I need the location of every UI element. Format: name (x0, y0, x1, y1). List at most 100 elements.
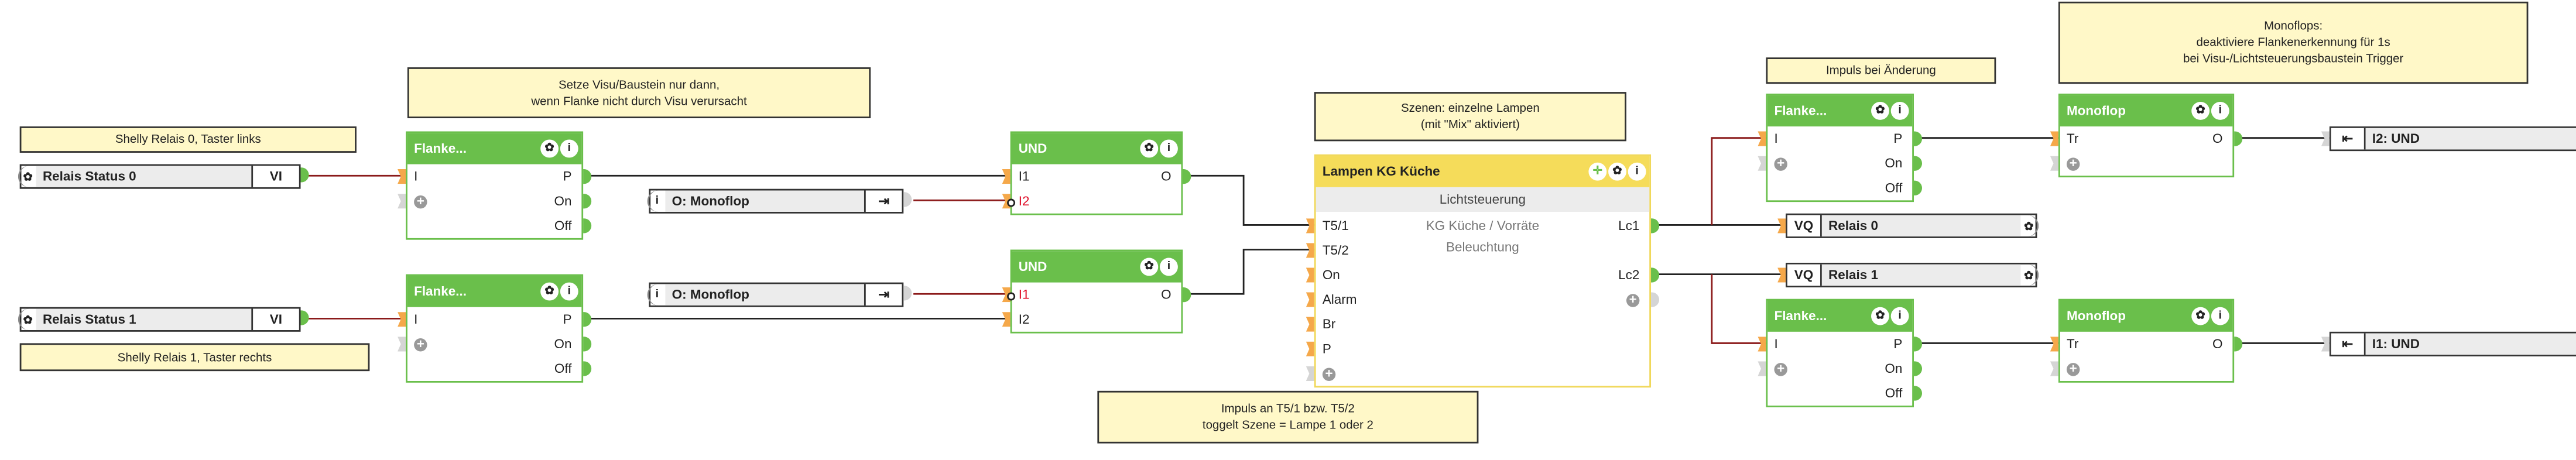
block-header[interactable]: Flanke...✿i (407, 133, 582, 164)
input-port[interactable] (2050, 131, 2058, 146)
add-input-port[interactable] (398, 337, 406, 352)
block-header[interactable]: Lampen KG Küche✛✿i (1316, 156, 1650, 187)
add-input-port[interactable] (2050, 156, 2058, 171)
output-port[interactable] (903, 192, 912, 207)
info-icon[interactable]: i (1890, 101, 1909, 120)
block-header[interactable]: Flanke...✿i (1767, 300, 1913, 332)
output-port[interactable] (1651, 218, 1660, 234)
info-icon[interactable]: i (2211, 307, 2229, 325)
info-icon[interactable]: i (560, 282, 578, 301)
add-input-icon[interactable]: + (414, 338, 427, 352)
add-input-port[interactable] (2050, 361, 2058, 376)
output-port[interactable] (583, 194, 592, 209)
gear-icon[interactable]: ✿ (18, 308, 36, 331)
output-port[interactable] (1913, 386, 1923, 401)
add-input-icon[interactable]: + (1322, 367, 1336, 381)
wire-und1-lampen[interactable] (1186, 174, 1314, 226)
info-icon[interactable]: i (1890, 307, 1909, 325)
output-port[interactable] (2234, 131, 2243, 146)
info-icon[interactable]: i (1160, 139, 1178, 158)
input-port[interactable] (1306, 218, 1314, 234)
gear-icon[interactable]: ✿ (2020, 264, 2039, 286)
output-port[interactable] (1183, 287, 1191, 303)
gear-icon[interactable]: ✿ (1140, 258, 1159, 276)
block-header[interactable]: UND✿i (1012, 251, 1181, 283)
gear-icon[interactable]: ✿ (2191, 307, 2210, 325)
input-port[interactable] (1306, 243, 1314, 258)
gear-icon[interactable]: ✿ (2191, 101, 2210, 120)
gear-icon[interactable]: ✿ (1871, 101, 1889, 120)
gear-icon[interactable]: ✿ (2020, 215, 2039, 237)
gear-icon[interactable]: ✿ (1871, 307, 1889, 325)
enter-icon[interactable]: ⇤ (2331, 333, 2366, 355)
gear-icon[interactable]: ✿ (540, 139, 559, 158)
add-input-icon[interactable]: + (2066, 362, 2080, 376)
block-header[interactable]: Monoflop✿i (2060, 95, 2233, 127)
info-icon[interactable]: i (1160, 258, 1178, 276)
block-header[interactable]: UND✿i (1012, 133, 1181, 164)
add-input-icon[interactable]: + (2066, 157, 2080, 171)
goto-icon[interactable]: ⇥ (864, 284, 902, 305)
input-port[interactable] (2321, 337, 2330, 352)
input-port[interactable] (398, 312, 406, 327)
gear-icon[interactable]: ✿ (1608, 162, 1626, 181)
output-port[interactable] (1913, 361, 1923, 376)
target-und-i1[interactable]: ⇤I1: UND (2329, 331, 2576, 356)
output-port[interactable] (2234, 337, 2243, 352)
add-input-icon[interactable]: + (1774, 157, 1787, 171)
add-input-port[interactable] (1306, 366, 1314, 381)
info-icon[interactable]: i (1628, 162, 1646, 181)
input-port[interactable] (1758, 337, 1766, 352)
output-port[interactable] (300, 167, 309, 183)
input-port[interactable] (1306, 292, 1314, 307)
input-port[interactable] (1306, 267, 1314, 283)
wire-lc1-flanke3[interactable] (1711, 137, 1766, 225)
output-port[interactable] (1651, 267, 1660, 283)
add-output-icon[interactable]: + (1626, 293, 1640, 307)
block-header[interactable]: Flanke...✿i (1767, 95, 1913, 127)
output-port[interactable] (1913, 131, 1923, 146)
goto-icon[interactable]: ⇥ (864, 190, 902, 212)
block-header[interactable]: Flanke...✿i (407, 276, 582, 307)
output-port[interactable] (583, 218, 592, 234)
add-input-port[interactable] (1758, 156, 1766, 171)
input-port[interactable] (1306, 317, 1314, 332)
gear-icon[interactable]: ✿ (18, 166, 36, 187)
add-output-port[interactable] (1651, 292, 1660, 307)
input-port[interactable] (1002, 169, 1010, 184)
output-port[interactable] (903, 286, 912, 301)
input-port[interactable] (1777, 218, 1786, 234)
output-port[interactable] (583, 169, 592, 184)
input-port[interactable] (1777, 267, 1786, 283)
info-icon[interactable]: i (2211, 101, 2229, 120)
crosshair-icon[interactable]: ✛ (1588, 162, 1607, 181)
input-port[interactable] (1758, 131, 1766, 146)
gear-icon[interactable]: ✿ (540, 282, 559, 301)
wire-und2-lampen[interactable] (1186, 249, 1314, 295)
input-port[interactable] (1306, 341, 1314, 356)
enter-icon[interactable]: ⇤ (2331, 128, 2366, 150)
output-port[interactable] (1913, 337, 1923, 352)
output-port[interactable] (1183, 169, 1191, 184)
output-port[interactable] (1913, 180, 1923, 195)
add-input-port[interactable] (1758, 361, 1766, 376)
gear-icon[interactable]: ✿ (1140, 139, 1159, 158)
input-port[interactable] (1002, 312, 1010, 327)
target-und-i2[interactable]: ⇤I2: UND (2329, 126, 2576, 152)
add-input-icon[interactable]: + (414, 195, 427, 209)
input-port[interactable] (2050, 337, 2058, 352)
